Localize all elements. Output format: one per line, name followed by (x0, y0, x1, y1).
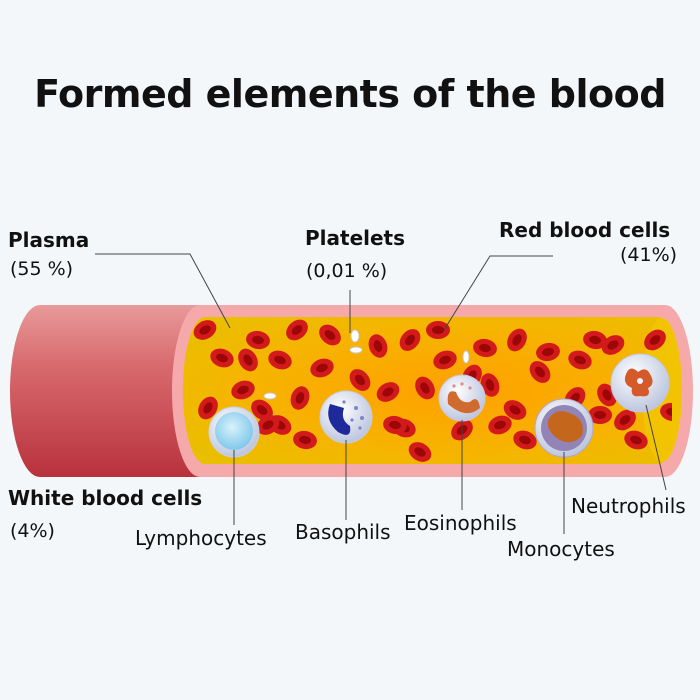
red-blood-cell (426, 321, 450, 339)
red-blood-cell (246, 330, 270, 350)
red-blood-cell (480, 373, 500, 397)
white-blood-cells-label: White blood cells (8, 486, 203, 510)
leader-lines (95, 253, 667, 534)
platelet (350, 329, 360, 343)
lymphocytes-label: Lymphocytes (135, 526, 267, 550)
neutrophil-cell (610, 353, 670, 413)
platelet (349, 346, 363, 354)
red-blood-cell (238, 348, 258, 372)
neutrophils-leader (645, 404, 667, 491)
red-blood-cell (268, 350, 292, 370)
red-blood-cell (251, 399, 273, 421)
red-blood-cell (614, 409, 636, 431)
red-blood-cell (376, 382, 400, 402)
red-blood-cell (293, 430, 317, 450)
red-blood-cell (408, 442, 432, 462)
white-blood-cells-percent: (4%) (10, 520, 55, 542)
red-blood-cell (193, 320, 217, 340)
basophils-label: Basophils (295, 520, 391, 544)
red-blood-cell (507, 328, 527, 352)
platelets (263, 329, 470, 400)
monocyte-cell (534, 398, 594, 458)
red-blood-cell (488, 415, 512, 435)
red-blood-cell (256, 415, 280, 435)
red-blood-cells-leader (443, 255, 553, 331)
platelets-percent: (0,01 %) (306, 260, 388, 282)
red-blood-cell (433, 350, 457, 370)
lymphocyte-cell (208, 406, 260, 458)
red-blood-cell (286, 319, 308, 341)
red-blood-cell (210, 348, 234, 368)
plasma-percent: (55 %) (10, 258, 74, 280)
red-blood-cell (583, 330, 607, 350)
red-blood-cell (290, 386, 310, 410)
red-blood-cell (513, 430, 537, 450)
red-blood-cell (368, 334, 388, 358)
platelet (263, 392, 277, 400)
basophil-cell (319, 390, 373, 444)
red-blood-cell (568, 350, 592, 370)
platelets-label: Platelets (305, 226, 406, 250)
eosinophil-cell (438, 374, 486, 422)
red-blood-cell (529, 361, 551, 383)
plasma-leader (95, 253, 231, 329)
red-blood-cell (198, 396, 218, 420)
red-blood-cell (399, 329, 421, 351)
eosinophils-label: Eosinophils (404, 511, 517, 535)
red-blood-cell (231, 380, 255, 400)
red-blood-cell (415, 376, 435, 400)
plasma-label: Plasma (8, 228, 90, 252)
platelet (462, 350, 470, 364)
diagram-title: Formed elements of the blood (34, 72, 666, 116)
red-blood-cell (624, 430, 648, 450)
red-blood-cells-percent: (41%) (620, 244, 678, 266)
red-blood-cell (644, 329, 666, 351)
red-blood-cell (660, 402, 672, 422)
neutrophils-label: Neutrophils (571, 494, 686, 518)
red-blood-cell (503, 400, 527, 420)
red-blood-cell (319, 324, 341, 346)
red-blood-cell (349, 369, 371, 391)
red-blood-cell (536, 342, 560, 362)
monocytes-label: Monocytes (507, 537, 615, 561)
red-blood-cell (588, 406, 612, 424)
red-blood-cells-label: Red blood cells (499, 218, 671, 242)
red-blood-cell (310, 358, 334, 378)
red-blood-cell (473, 338, 497, 358)
red-blood-cell (383, 415, 407, 435)
red-blood-cell (601, 335, 625, 355)
